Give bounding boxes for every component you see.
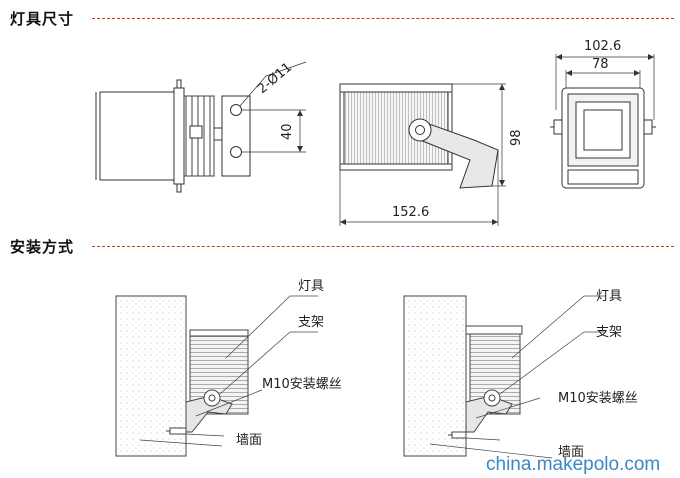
mounting-hole-top bbox=[230, 104, 242, 116]
wall-label-1: 墙面 bbox=[236, 433, 262, 448]
length-label: 152.6 bbox=[392, 205, 429, 220]
dimensions-divider bbox=[92, 18, 674, 19]
mounting-hole-bottom bbox=[230, 146, 242, 158]
total-width-label: 102.6 bbox=[584, 39, 621, 54]
screw-label-2: M10安装螺丝 bbox=[558, 391, 638, 406]
side-view bbox=[339, 83, 506, 226]
bracket-label-1: 支架 bbox=[298, 315, 324, 330]
hole-spacing-label: 40 bbox=[280, 123, 295, 140]
installation-diagram-1 bbox=[115, 295, 318, 457]
front-view bbox=[550, 54, 656, 189]
bracket-label-2: 支架 bbox=[596, 325, 622, 340]
screw-label-1: M10安装螺丝 bbox=[262, 377, 342, 392]
body-width-label: 78 bbox=[592, 57, 609, 72]
watermark: china.makepolo.com bbox=[486, 454, 661, 475]
wall-label-2: 墙面 bbox=[558, 445, 584, 460]
lamp-label-2: 灯具 bbox=[596, 289, 622, 304]
top-view bbox=[95, 61, 307, 193]
installation-divider bbox=[92, 246, 674, 247]
height-label: 98 bbox=[509, 129, 524, 146]
installation-diagram-2 bbox=[403, 295, 606, 459]
installation-title: 安装方式 bbox=[10, 238, 75, 256]
lamp-label-1: 灯具 bbox=[298, 279, 324, 294]
hole-diameter-label: 2-Ø11 bbox=[255, 60, 295, 97]
dimensions-title: 灯具尺寸 bbox=[10, 10, 75, 28]
